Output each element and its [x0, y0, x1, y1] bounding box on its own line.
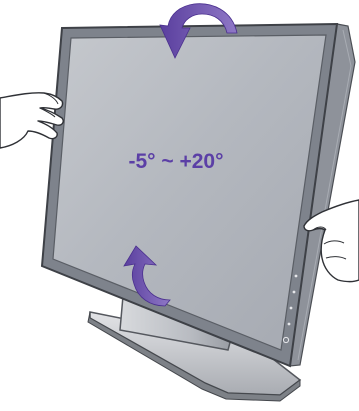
tilt-range-label: -5° ~ +20°: [128, 150, 223, 173]
monitor-screen: [53, 35, 326, 350]
